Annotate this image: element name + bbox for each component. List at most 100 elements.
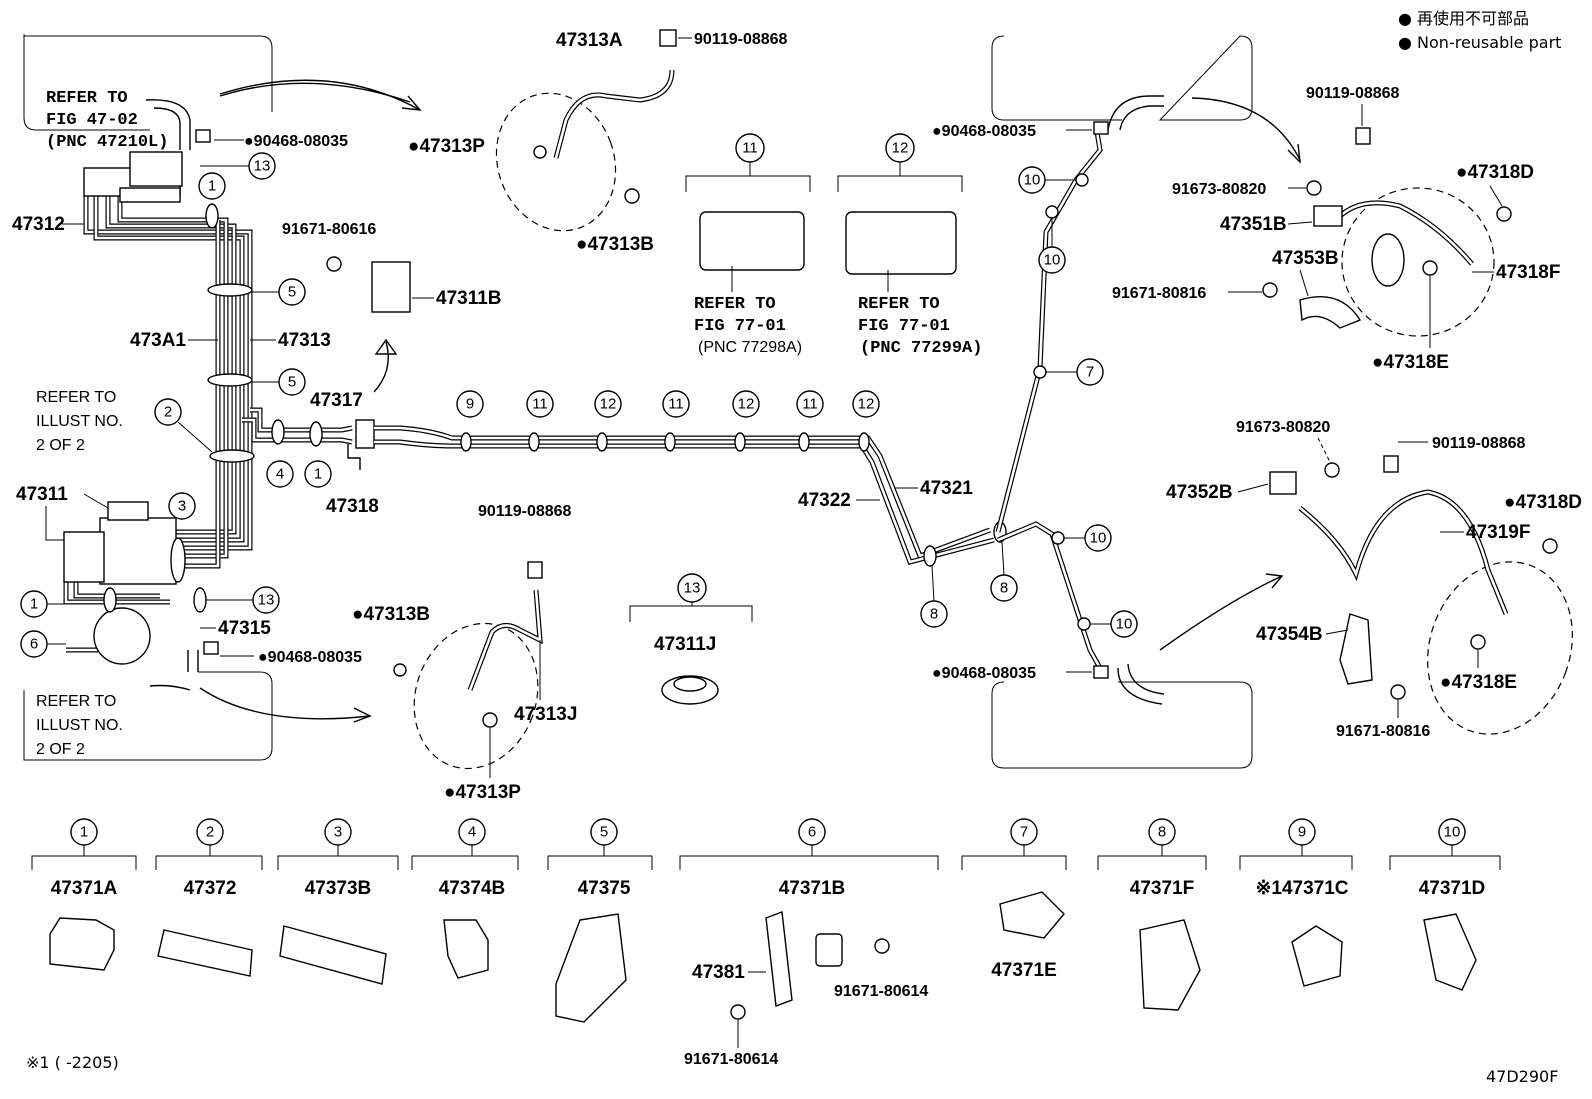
refer-pnc: (PNC 77298A): [698, 339, 802, 356]
actuator-top: [107, 501, 149, 521]
valve-body: [129, 151, 183, 187]
label-47313B: ●47313B: [352, 604, 430, 625]
callout-6: [798, 818, 826, 846]
label-47317: 47317: [310, 390, 363, 411]
clamp-1: [205, 203, 219, 229]
main-clamps: [460, 432, 1007, 567]
callout-10: 10: [1018, 166, 1046, 194]
label-47354B: 47354B: [1256, 624, 1323, 645]
refer-illust: ILLUST NO.: [36, 717, 123, 734]
refer-fig: FIG 77-01: [694, 317, 786, 336]
flex-hose-47319F-core: [1299, 490, 1508, 615]
clamp-47371F: [1139, 919, 1201, 1011]
hose-end: [153, 107, 181, 150]
clamp-part-11: [699, 211, 805, 271]
callout-11: 11: [796, 390, 824, 418]
bolt-90119: [659, 29, 677, 47]
legend-japanese: ● 再使用不可部品: [1398, 9, 1529, 28]
label-part-47371D: 47371D: [1419, 878, 1486, 899]
label-part-47371E: 47371E: [991, 960, 1057, 981]
flex-hose-47313A-core: [554, 69, 674, 159]
detail-circle-front-left: [413, 622, 539, 770]
clamp-4: [271, 419, 285, 445]
arrow-curve: [1159, 575, 1283, 651]
clamp-13: [193, 587, 207, 613]
callout-7: 7: [1076, 358, 1104, 386]
svg-text:8: 8: [1000, 580, 1008, 597]
flex-hose-47313J-core: [468, 589, 542, 691]
arrow-head: [1287, 143, 1301, 164]
svg-text:11: 11: [668, 396, 684, 413]
svg-text:7: 7: [1086, 364, 1094, 381]
clamp-part-12: [845, 211, 957, 275]
label-47313P: ●47313P: [408, 136, 485, 157]
callout-11: 11: [526, 390, 554, 418]
svg-text:13: 13: [684, 580, 701, 597]
ref-box-top-left: [23, 34, 273, 131]
label-91671-80616: 91671-80616: [282, 221, 376, 238]
callout-6: 6: [20, 630, 48, 658]
callout-number: 1: [80, 824, 88, 841]
clip-90468: [1093, 121, 1109, 135]
clamp-3: [170, 537, 186, 583]
callout-10: 10: [1038, 246, 1066, 274]
clamp-47374B: [443, 919, 489, 979]
bolt-90119: [1383, 455, 1399, 473]
refer-text: REFER TO: [36, 693, 116, 710]
label-47353B: 47353B: [1272, 248, 1339, 269]
clamp-5: [207, 373, 253, 387]
label-90119-08868: 90119-08868: [1306, 85, 1400, 102]
callout-4: [458, 818, 486, 846]
label-90119-08868: 90119-08868: [694, 31, 788, 48]
bolt-91673: [1324, 462, 1340, 478]
label-47313A: 47313A: [556, 30, 623, 51]
pipe-main-horizontal: [374, 425, 995, 565]
bracket-line-13: [629, 605, 753, 622]
label-90468-08035: ●90468-08035: [932, 665, 1036, 682]
label-47318F: 47318F: [1496, 262, 1560, 283]
label-47318D: ●47318D: [1456, 162, 1534, 183]
bottom-row-labels: 147371A247372347373B447374B547375647371B…: [51, 818, 1486, 981]
gasket-47313B: [393, 663, 407, 677]
actuator-bracket: [63, 531, 105, 583]
clamp-1: [103, 587, 117, 613]
callout-1: [70, 818, 98, 846]
callout-number: 3: [334, 824, 342, 841]
label-47319F: 47319F: [1466, 522, 1530, 543]
svg-text:1: 1: [208, 178, 216, 195]
bolt-91671-80614: [874, 938, 890, 954]
clip-90468: [203, 641, 219, 655]
callout-12: 12: [594, 390, 622, 418]
svg-text:11: 11: [742, 140, 758, 157]
svg-text:11: 11: [532, 396, 548, 413]
bolt-91671-80614: [730, 1004, 746, 1020]
refer-text: REFER TO: [694, 295, 776, 314]
leader: [45, 493, 109, 541]
bracket-47352B: [1269, 471, 1297, 495]
svg-text:12: 12: [892, 140, 909, 157]
svg-text:10: 10: [1044, 252, 1061, 269]
bracket-47354B: [1339, 613, 1373, 685]
svg-text:10: 10: [1090, 530, 1107, 547]
clamp-47373B: [279, 925, 387, 985]
arrow-curve: [373, 341, 389, 393]
bolt-47318D: [1542, 538, 1558, 554]
joint-47317: [355, 419, 375, 449]
svg-text:10: 10: [1116, 616, 1133, 633]
label-47311: 47311: [16, 484, 68, 505]
refer-page: 2 OF 2: [36, 741, 85, 758]
ref-box-top-right: [991, 35, 1253, 121]
leader: [1299, 269, 1309, 297]
label-47321: 47321: [920, 478, 973, 499]
branch-clamps: [1033, 173, 1091, 631]
bolt-91671: [1390, 684, 1406, 700]
refer-text: REFER TO: [36, 389, 116, 406]
leader: [347, 444, 361, 470]
label-47318E: ●47318E: [1440, 672, 1517, 693]
callout-number: 8: [1158, 824, 1166, 841]
valve-flange: [119, 187, 181, 203]
bolt-91673: [1306, 180, 1322, 196]
svg-text:10: 10: [1024, 172, 1041, 189]
callout-number: 5: [600, 824, 608, 841]
label-47312: 47312: [12, 214, 65, 235]
